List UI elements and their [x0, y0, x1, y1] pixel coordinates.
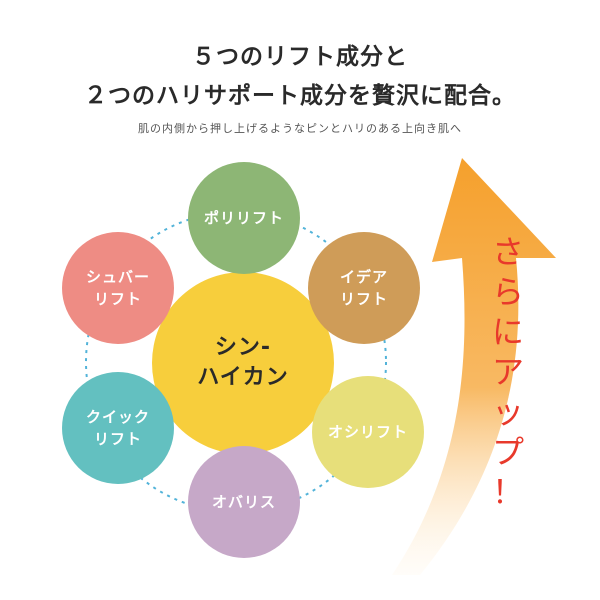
arrow-caption: さ ら に ア ッ プ ！	[478, 232, 538, 512]
arrow-char: に	[491, 313, 524, 351]
arrow-char: プ	[491, 433, 524, 471]
arrow-char: ッ	[491, 393, 524, 431]
arrow-char: ！	[491, 473, 524, 511]
arrow-char: ア	[491, 353, 524, 391]
ingredient-label: オシリフト	[327, 423, 408, 441]
ingredient-circle-idealift: イデア リフト	[308, 232, 420, 344]
subline: 肌の内側から押し上げるようなピンとハリのある上向き肌へ	[138, 122, 462, 135]
headline: ５つのリフト成分と ２つのハリサポート成分を贅沢に配合。	[0, 38, 600, 116]
ingredient-circle-shubarlift: シュバー リフト	[62, 232, 174, 344]
ingredient-circle-quicklift: クイック リフト	[62, 372, 174, 484]
headline-line-1: ５つのリフト成分と	[192, 44, 408, 70]
ingredient-label: クイック リフト	[85, 408, 150, 448]
ingredient-label: オバリス	[211, 493, 276, 511]
ingredient-circle-polylift: ポリリフト	[188, 162, 300, 274]
center-ingredient-circle: シン- ハイカン	[152, 272, 334, 454]
ingredient-circle-obaris: オバリス	[188, 446, 300, 558]
arrow-char: ら	[491, 273, 524, 311]
ingredient-circle-oshilift: オシリフト	[312, 376, 424, 488]
ingredient-label: イデア リフト	[339, 268, 388, 308]
ingredient-label: シュバー リフト	[85, 268, 150, 308]
ingredient-label: ポリリフト	[203, 209, 284, 227]
headline-line-2: ２つのハリサポート成分を贅沢に配合。	[84, 83, 516, 109]
center-ingredient-label: シン- ハイカン	[197, 335, 289, 390]
arrow-char: さ	[491, 233, 524, 271]
